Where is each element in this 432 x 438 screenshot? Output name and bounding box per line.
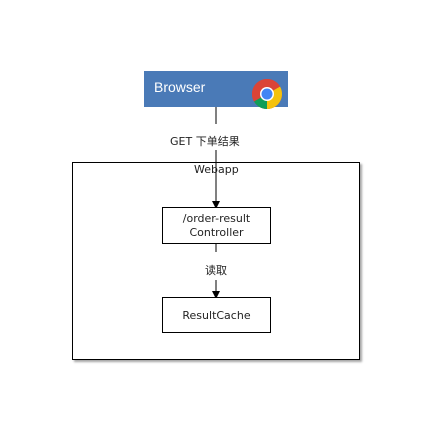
- browser-label: Browser: [154, 79, 206, 95]
- get-request-label: GET 下单结果: [170, 135, 240, 148]
- read-label: 读取: [205, 264, 227, 277]
- controller-name-text: Controller: [189, 226, 244, 239]
- controller-route-text: /order-result: [182, 212, 251, 225]
- chrome-logo-icon: [251, 79, 283, 109]
- result-cache-label: ResultCache: [182, 309, 251, 322]
- result-cache-box: ResultCache: [162, 297, 271, 333]
- order-result-controller-box: /order-result Controller: [162, 207, 271, 244]
- webapp-label: Webapp: [194, 163, 239, 176]
